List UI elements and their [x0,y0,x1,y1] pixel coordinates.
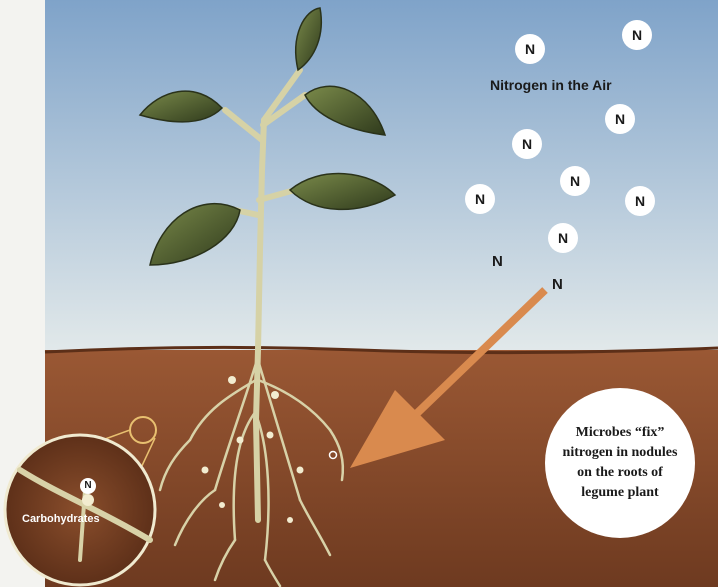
nitrogen-atom: N [465,184,495,214]
nitrogen-atom: N [625,186,655,216]
carbohydrates-label: Carbohydrates [22,513,100,525]
nitrogen-atom: N [560,166,590,196]
nodule-callout-text: Microbes “fix” nitrogen in nodules on th… [561,423,679,503]
nitrogen-atom: N [512,129,542,159]
sky-region [45,0,718,352]
nodule-callout: Microbes “fix” nitrogen in nodules on th… [545,388,695,538]
nitrogen-atom: N [548,223,578,253]
nitrogen-atom: N [605,104,635,134]
magnified-nodule [5,435,155,585]
nitrogen-atom-plain: N [552,276,563,293]
nitrogen-atom: N [515,34,545,64]
nitrogen-atom-plain: N [492,253,503,270]
zoom-nitrogen-atom: N [80,478,96,494]
nitrogen-atom: N [622,20,652,50]
nitrogen-in-air-label: Nitrogen in the Air [490,77,612,93]
